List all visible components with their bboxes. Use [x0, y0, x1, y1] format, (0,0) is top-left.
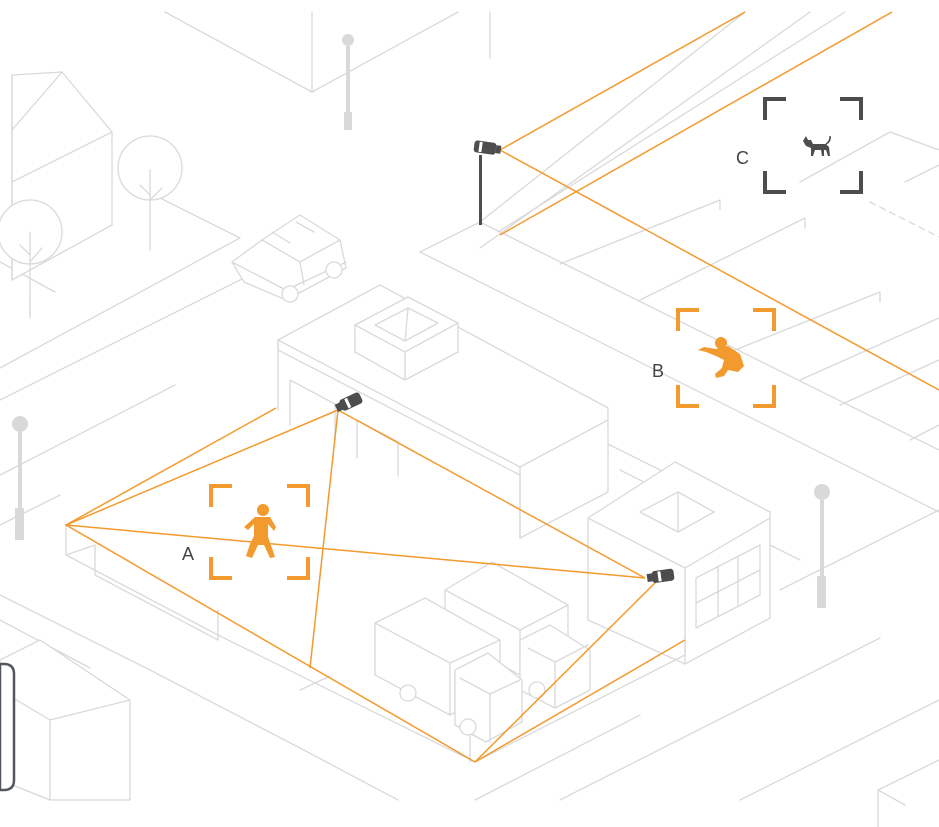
person-standing-icon: [244, 504, 276, 558]
detection-box-a: A: [182, 486, 308, 578]
tree-icon: [0, 200, 62, 318]
cat-icon: [803, 136, 830, 156]
camera-pole: [479, 155, 482, 225]
bottom-building: [0, 640, 130, 800]
side-building: [588, 462, 770, 664]
tree-icon: [118, 136, 182, 250]
car-icon: [232, 215, 346, 302]
detection-box-c: C: [736, 99, 861, 192]
side-panel-edge: [0, 664, 14, 790]
street-lamp-icon: [814, 484, 830, 608]
label-a: A: [182, 544, 194, 564]
person-crouching-icon: [698, 337, 744, 378]
street-lamp-icon: [12, 416, 28, 540]
surveillance-camera-icon: [334, 391, 364, 413]
street-lamp-icon: [342, 34, 354, 130]
bottom-right-building: [878, 760, 939, 827]
surveillance-camera-icon: [473, 140, 501, 156]
detection-box-b: B: [652, 310, 774, 406]
label-c: C: [736, 148, 749, 168]
label-b: B: [652, 361, 664, 381]
